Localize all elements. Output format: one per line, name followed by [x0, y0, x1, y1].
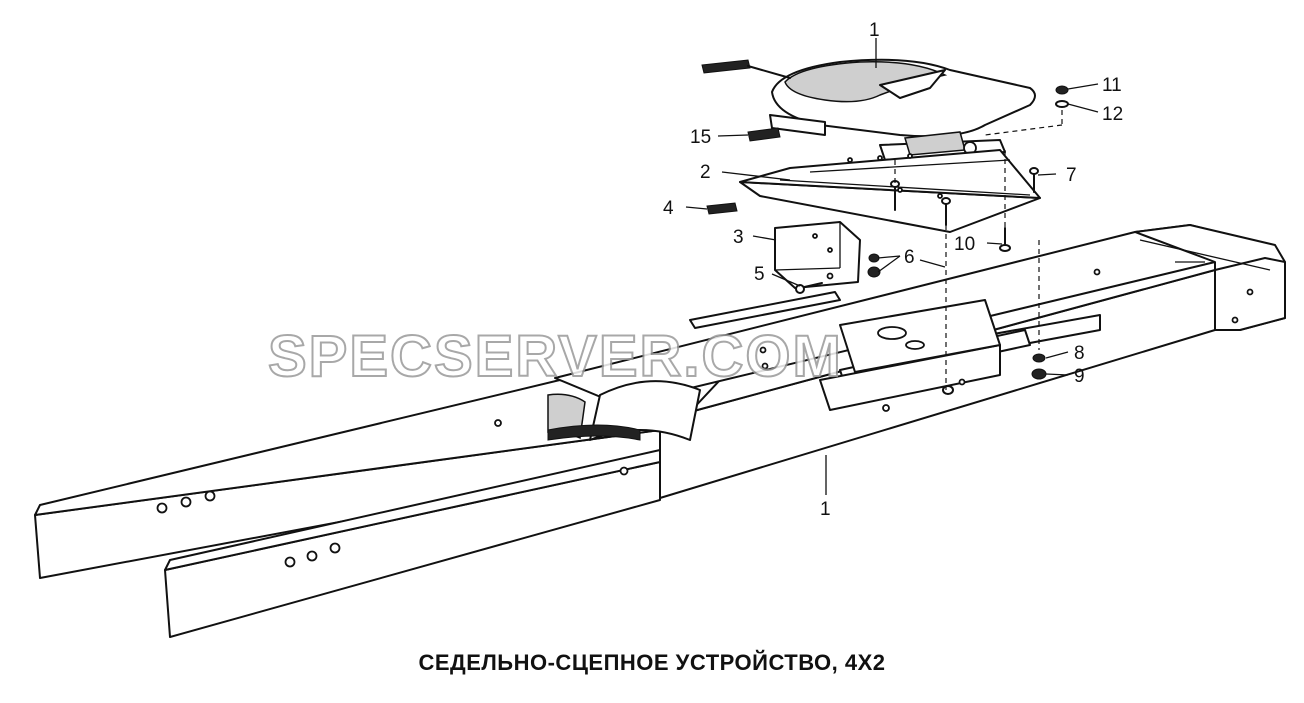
callout-6: 6 [904, 247, 915, 268]
callout-1-top: 1 [869, 20, 880, 41]
mounting-plate [739, 149, 1041, 233]
callout-15: 15 [690, 127, 711, 148]
callout-4: 4 [663, 198, 674, 219]
callout-leaders [685, 38, 1099, 495]
part-15-pad [747, 127, 781, 142]
bracket-part-3 [774, 221, 861, 289]
fasteners [795, 85, 1069, 395]
rail-holes [156, 268, 1254, 568]
callout-1-bottom: 1 [820, 499, 831, 520]
callout-2: 2 [700, 162, 711, 183]
callout-7: 7 [1066, 165, 1077, 186]
saddle-throat [879, 69, 946, 99]
callout-8: 8 [1074, 343, 1085, 364]
callout-numbers: 1 2 3 4 5 6 7 8 9 10 11 12 15 1 [663, 20, 1123, 520]
lower-shadow [547, 424, 641, 441]
diagram-caption: СЕДЕЛЬНО-СЦЕПНОЕ УСТРОЙСТВО, 4Х2 [418, 650, 886, 675]
frame-rails [34, 224, 1286, 638]
rail-bracket-left [689, 291, 841, 329]
callout-9: 9 [1074, 366, 1085, 387]
fifth-wheel-saddle [701, 58, 1036, 161]
saddle-bracket-left [769, 114, 826, 136]
callout-12: 12 [1102, 104, 1123, 125]
watermark-text: SPECSERVER.COM [268, 324, 843, 389]
callout-10: 10 [954, 234, 975, 255]
saddle-top-plate [784, 61, 948, 103]
release-handle [701, 59, 751, 74]
central-plate [839, 299, 1001, 373]
assembly-lines [894, 110, 1063, 390]
part-4-shim [706, 202, 738, 215]
callout-11: 11 [1102, 75, 1122, 96]
callout-5: 5 [754, 264, 765, 285]
callout-3: 3 [733, 227, 744, 248]
